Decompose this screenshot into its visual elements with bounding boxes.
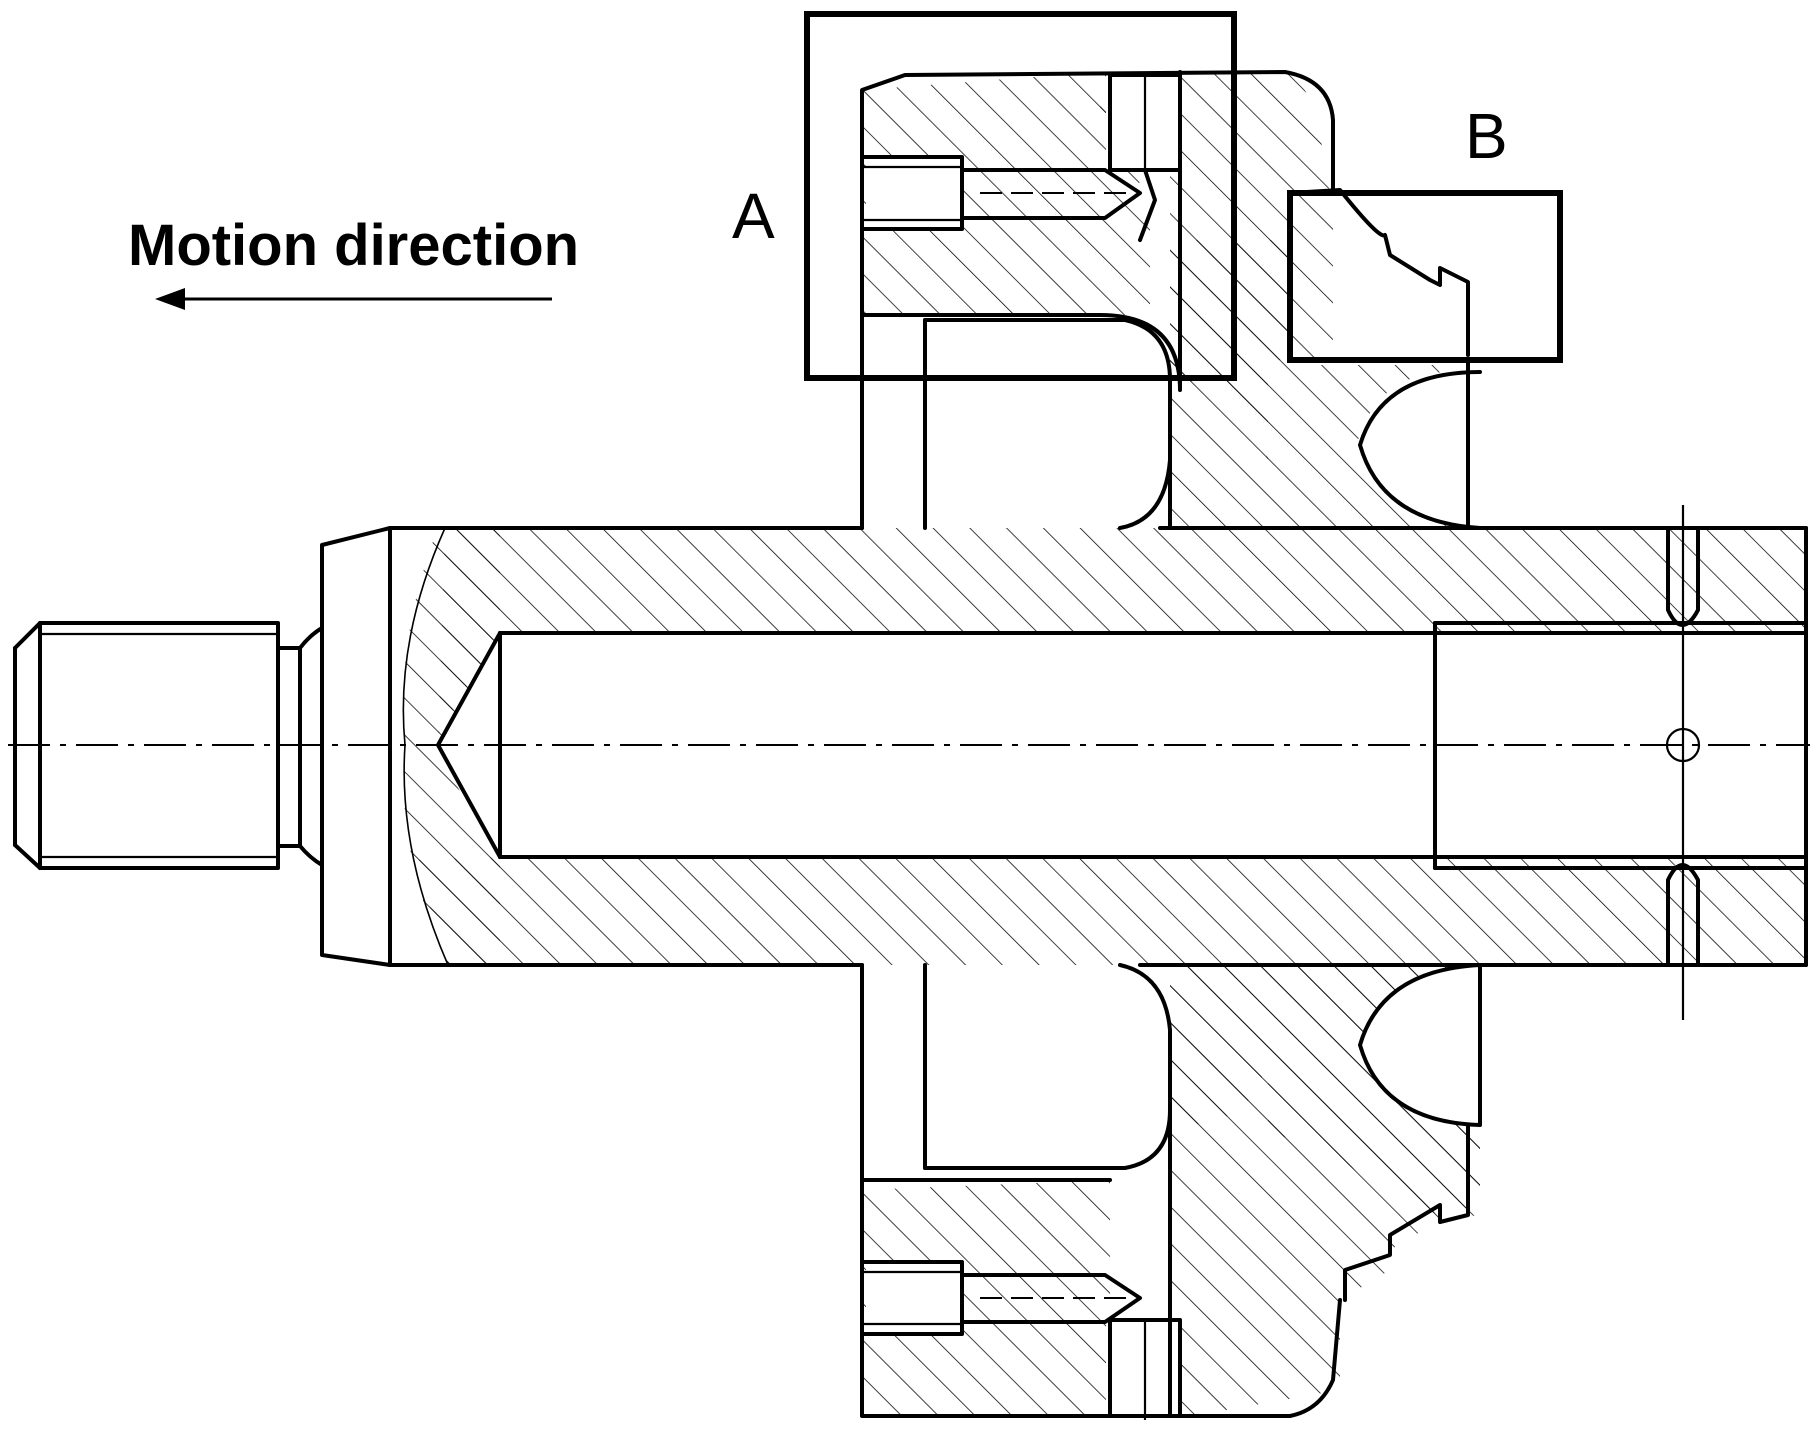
motion-arrow-icon: [155, 288, 552, 310]
box-b: [1287, 190, 1563, 363]
motion-direction-label: Motion direction: [128, 213, 579, 278]
label-b: B: [1465, 100, 1508, 172]
label-a: A: [732, 180, 775, 252]
box-a: [804, 11, 1237, 381]
